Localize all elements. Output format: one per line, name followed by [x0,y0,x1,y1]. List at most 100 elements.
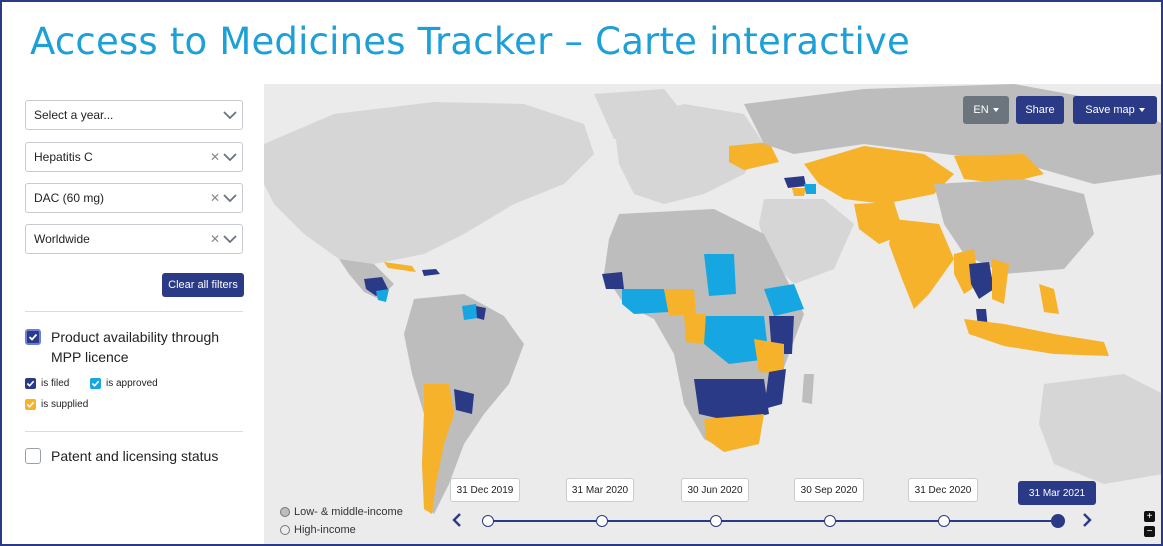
world-map-canvas[interactable] [264,84,1163,546]
chevron-right-icon[interactable] [1080,512,1094,528]
mpp-layer-label-1: Product availability through [51,329,220,345]
product-select[interactable]: DAC (60 mg) ✕ [25,183,243,213]
chevron-down-icon [223,235,237,243]
guyana-approved [462,304,478,320]
legend-supplied[interactable]: is supplied [25,399,88,410]
timeline-dot-4[interactable] [824,515,836,527]
page-title: Access to Medicines Tracker – Carte inte… [30,20,910,63]
timeline-label-6[interactable]: 31 Mar 2021 [1018,481,1096,505]
madagascar [802,374,814,404]
tanzania-supplied [754,339,784,374]
central-asia-supplied [804,146,954,204]
patent-layer-checkbox[interactable] [25,448,41,464]
close-icon[interactable]: ✕ [209,191,220,205]
legend-approved[interactable]: is approved [90,378,158,389]
approved-swatch [90,378,101,389]
nigeria-supplied [664,289,696,316]
close-icon[interactable]: ✕ [209,150,220,164]
timeline-track[interactable] [486,520,1058,522]
year-select[interactable]: Select a year... [25,100,243,130]
india-supplied [889,219,954,309]
check-icon [26,401,35,408]
legend-approved-label: is approved [106,378,158,389]
cuba-supplied [384,262,416,272]
chevron-down-icon [223,194,237,202]
paraguay-filed [454,389,474,414]
divider [25,311,243,312]
patent-layer-label: Patent and licensing status [51,448,219,464]
west-africa-approved [622,289,669,314]
region-select[interactable]: Worldwide ✕ [25,224,243,254]
cameroon-supplied [684,314,706,344]
region-select-value: Worldwide [34,232,90,246]
divider [25,431,243,432]
legend-filed-label: is filed [41,378,70,389]
product-select-value: DAC (60 mg) [34,191,105,205]
timeline-dot-3[interactable] [710,515,722,527]
disease-select[interactable]: Hepatitis C ✕ [25,142,243,172]
caret-down-icon [992,108,999,112]
disease-select-value: Hepatitis C [34,150,93,164]
thailand-filed [969,262,994,299]
check-icon [28,333,38,341]
armenia-supplied [792,188,806,196]
ethiopia-approved [764,284,804,316]
middle-east-region [759,199,854,284]
low-middle-income-swatch [280,507,290,517]
save-map-label: Save map [1085,104,1135,116]
world-map[interactable]: EN Share Save map Low- & middle-income H… [264,84,1163,546]
central-africa-approved [704,316,769,364]
low-middle-income-label: Low- & middle-income [294,506,403,518]
save-map-button[interactable]: Save map [1073,96,1157,124]
share-button[interactable]: Share [1016,96,1064,124]
language-dropdown[interactable]: EN [963,96,1009,124]
timeline-dot-5[interactable] [938,515,950,527]
europe-region [614,104,764,204]
language-label: EN [973,104,989,116]
argentina-supplied [422,384,454,514]
timeline-dot-6[interactable] [1051,514,1065,528]
timeline-label-2[interactable]: 31 Mar 2020 [566,478,634,502]
australia-region [1039,374,1161,484]
clear-all-filters-button[interactable]: Clear all filters [162,273,244,297]
vietnam-supplied [992,259,1009,304]
year-select-value: Select a year... [34,108,114,122]
senegal-filed [602,272,624,289]
legend-low-middle-income: Low- & middle-income [280,506,403,518]
timeline-label-4[interactable]: 30 Sep 2020 [794,478,864,502]
south-africa-supplied [704,414,764,452]
plus-icon[interactable]: + [1144,511,1155,522]
filed-swatch [25,378,36,389]
indonesia-supplied [964,319,1109,356]
timeline-label-1[interactable]: 31 Dec 2019 [450,478,520,502]
mongolia-supplied [954,154,1044,184]
chevron-down-icon [223,111,237,119]
legend-filed[interactable]: is filed [25,378,69,389]
georgia-filed [784,176,806,188]
minus-icon[interactable]: − [1144,526,1155,537]
mpp-layer-checkbox[interactable] [25,329,41,345]
north-america-region [264,102,594,264]
chevron-left-icon[interactable] [450,512,464,528]
timeline-label-3[interactable]: 30 Jun 2020 [681,478,749,502]
ukraine-supplied [729,142,779,170]
mpp-layer-label-2: MPP licence [51,349,129,365]
suriname-filed [476,306,486,320]
check-icon [26,380,35,387]
legend-supplied-label: is supplied [41,399,89,410]
timeline-dot-2[interactable] [596,515,608,527]
southern-africa-filed [694,379,769,422]
supplied-swatch [25,399,36,410]
central-america-approved [376,289,389,302]
close-icon[interactable]: ✕ [209,232,220,246]
caret-down-icon [1138,108,1145,112]
filter-sidebar: Select a year... Hepatitis C ✕ DAC (60 m… [12,84,264,544]
hispaniola [422,269,440,276]
chevron-down-icon [223,153,237,161]
timeline-dot-1[interactable] [482,515,494,527]
high-income-swatch [280,525,290,535]
share-label: Share [1025,104,1055,116]
timeline-label-5[interactable]: 31 Dec 2020 [908,478,978,502]
chad-approved [704,254,736,296]
